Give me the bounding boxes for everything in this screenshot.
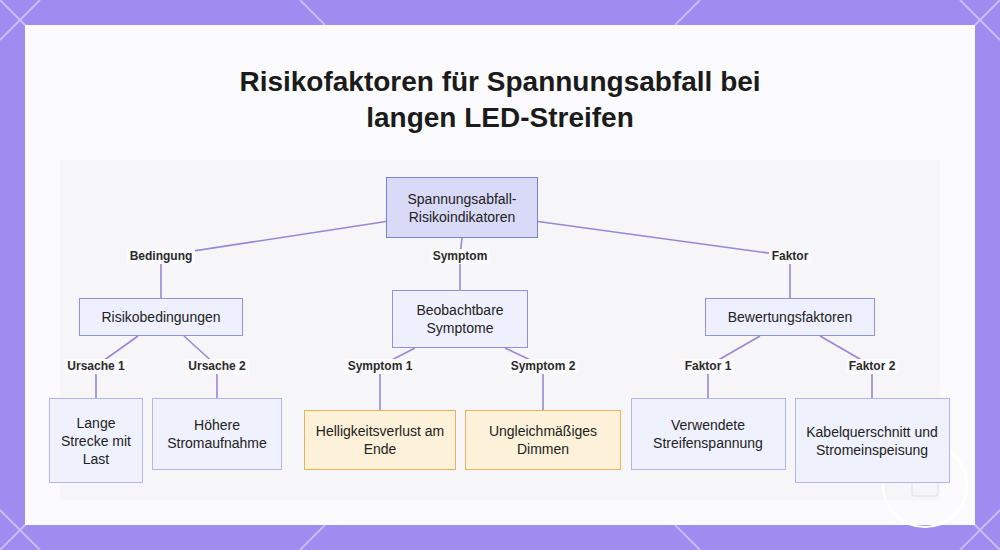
connector-line xyxy=(538,222,790,299)
diagram-title: Risikofaktoren für Spannungsabfall bei l… xyxy=(235,64,765,136)
node-label: Ungleichmäßiges Dimmen xyxy=(474,422,612,458)
node-label: Verwendete Streifenspannung xyxy=(640,416,777,452)
node-label: Höhere Stromaufnahme xyxy=(161,416,273,452)
category-box: Bewertungsfaktoren xyxy=(705,298,875,336)
root-box: Spannungsabfall-Risikoindikatoren xyxy=(386,177,538,238)
node-label: Spannungsabfall-Risikoindikatoren xyxy=(395,190,529,226)
category-box: Kabelquerschnitt und Stromeinspeisung xyxy=(795,398,950,483)
edge-label: Faktor xyxy=(769,249,812,264)
node-label: Helligkeitsverlust am Ende xyxy=(313,422,447,458)
category-box: Risikobedingungen xyxy=(79,298,243,336)
edge-label: Faktor 2 xyxy=(846,359,899,374)
edge-label: Symptom xyxy=(430,249,491,264)
node-label: Kabelquerschnitt und Stromeinspeisung xyxy=(804,423,941,459)
edge-label: Faktor 1 xyxy=(682,359,735,374)
category-box: Beobachtbare Symptome xyxy=(392,290,528,348)
category-box: Helligkeitsverlust am Ende xyxy=(304,410,456,470)
edge-label: Bedingung xyxy=(127,249,196,264)
panel xyxy=(25,25,975,525)
node-label: Risikobedingungen xyxy=(88,308,234,326)
edge-label: Ursache 2 xyxy=(185,359,248,374)
node-label: Lange Strecke mit Last xyxy=(58,414,134,468)
category-box: Ungleichmäßiges Dimmen xyxy=(465,410,621,470)
edge-label: Symptom 2 xyxy=(508,359,579,374)
category-box: Verwendete Streifenspannung xyxy=(631,398,786,470)
edge-label: Symptom 1 xyxy=(345,359,416,374)
edge-label: Ursache 1 xyxy=(64,359,127,374)
category-box: Lange Strecke mit Last xyxy=(49,398,143,483)
node-label: Bewertungsfaktoren xyxy=(714,308,866,326)
node-label: Beobachtbare Symptome xyxy=(401,301,519,337)
connector-line xyxy=(460,238,462,290)
category-box: Höhere Stromaufnahme xyxy=(152,398,282,470)
connector-line xyxy=(380,348,415,410)
connector-line xyxy=(505,348,543,410)
